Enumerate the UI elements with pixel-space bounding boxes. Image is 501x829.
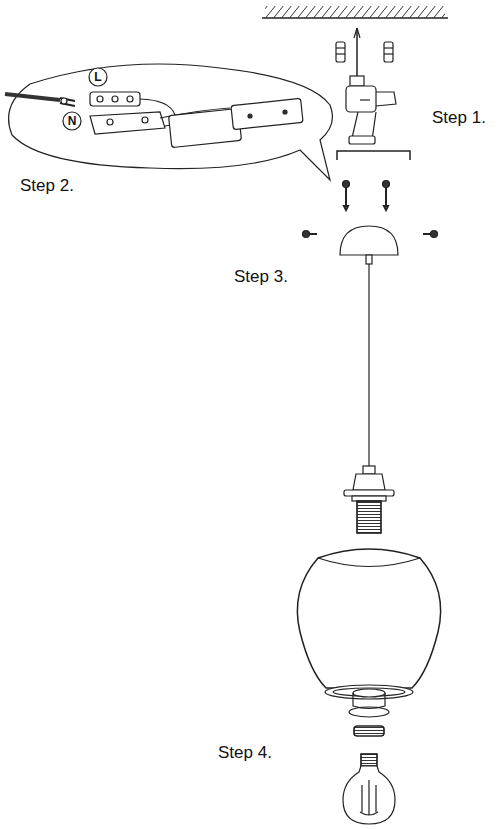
callout-bubble — [9, 64, 333, 180]
cord — [368, 264, 369, 466]
terminal-letter: L — [94, 71, 101, 83]
screw — [343, 181, 390, 211]
shade-ring — [349, 689, 389, 717]
glass-shade — [297, 549, 440, 699]
wall-plug — [336, 42, 393, 62]
terminal-letter: N — [68, 115, 77, 127]
step-label: Step 4. — [218, 744, 272, 761]
lampholder — [344, 466, 394, 533]
step-label: Step 3. — [234, 268, 288, 285]
step-label: Step 1. — [432, 109, 486, 126]
step-label: Step 2. — [20, 177, 74, 194]
wiring-detail — [5, 92, 303, 148]
terminal-marker: L — [88, 67, 108, 87]
drill — [346, 28, 396, 144]
bulb — [343, 754, 395, 824]
terminal-marker: N — [62, 111, 82, 131]
thread-ring — [354, 726, 384, 736]
canopy — [340, 226, 398, 255]
mounting-bracket — [337, 151, 410, 160]
